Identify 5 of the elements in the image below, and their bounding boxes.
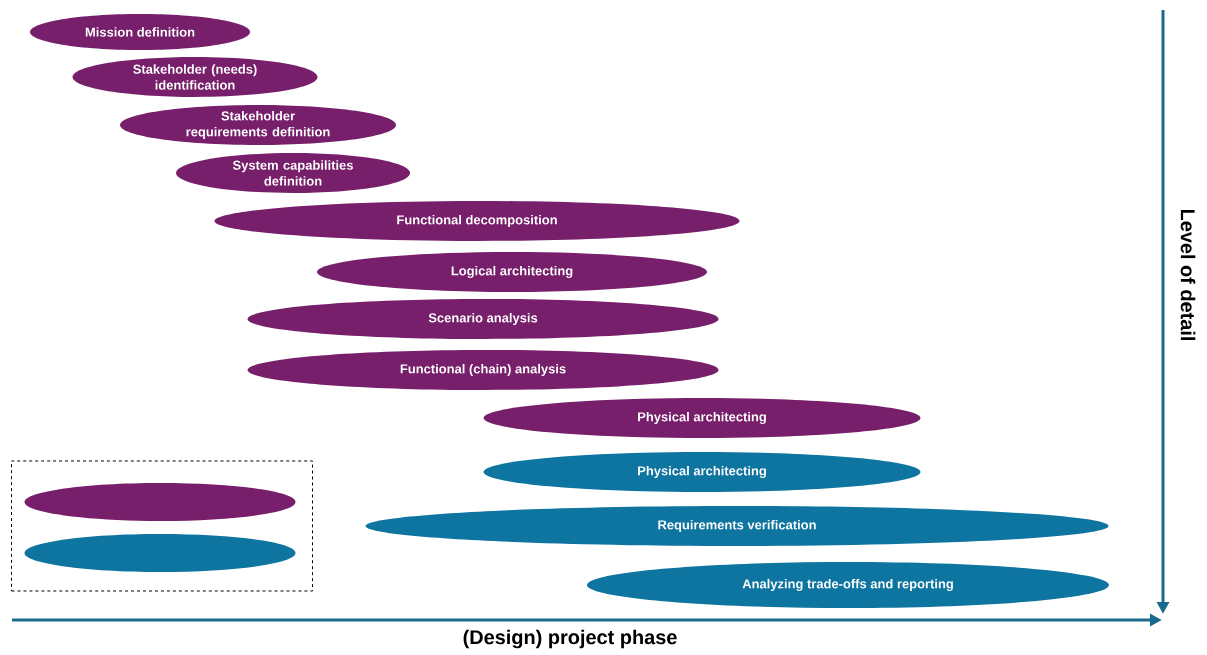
axis-label: (Design) project phase — [463, 629, 677, 649]
legend-frame — [11, 460, 313, 592]
legend-ellipse — [24, 534, 296, 572]
legend-ellipse — [24, 483, 296, 521]
axis-label: Level of detail — [1180, 209, 1196, 340]
